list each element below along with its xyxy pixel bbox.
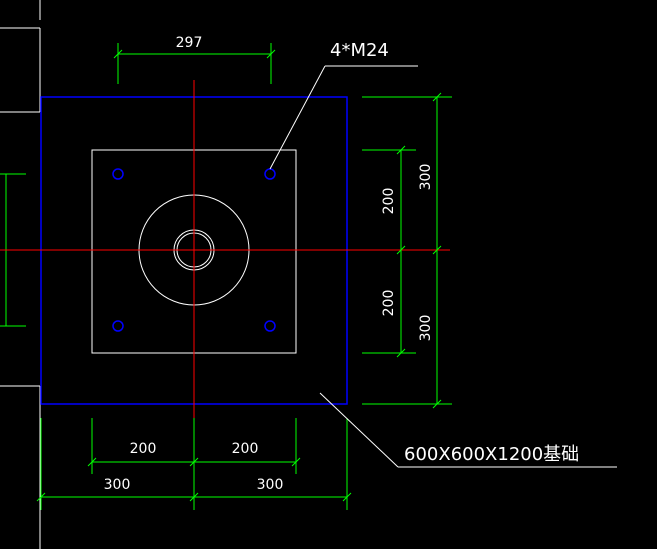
bolt-callout-label: 4*M24 (330, 40, 389, 61)
anchor-bolts (112, 168, 276, 332)
dim-right-inner-upper: 200 (381, 188, 397, 215)
dim-right-inner-lower: 200 (381, 290, 397, 317)
leader-lines (269, 65, 617, 468)
anchor-bolt (264, 320, 276, 332)
foundation-callout-leader (319, 392, 399, 468)
bolt-callout-leader (269, 65, 326, 170)
dim-top-297: 297 (176, 35, 203, 51)
foundation-callout-label: 600X600X1200基础 (404, 444, 579, 465)
dim-bottom-outer-left: 300 (104, 477, 131, 493)
dim-right-outer-lower: 300 (418, 315, 434, 342)
dimension-lines (36, 43, 452, 510)
dim-right-outer-upper: 300 (418, 164, 434, 191)
dim-bottom-inner-left: 200 (130, 441, 157, 457)
dim-bottom-inner-right: 200 (232, 441, 259, 457)
anchor-bolt (112, 168, 124, 180)
anchor-bolt (112, 320, 124, 332)
left-edge-geometry (0, 0, 41, 549)
dim-bottom-outer-right: 300 (257, 477, 284, 493)
anchor-bolt (264, 168, 276, 180)
